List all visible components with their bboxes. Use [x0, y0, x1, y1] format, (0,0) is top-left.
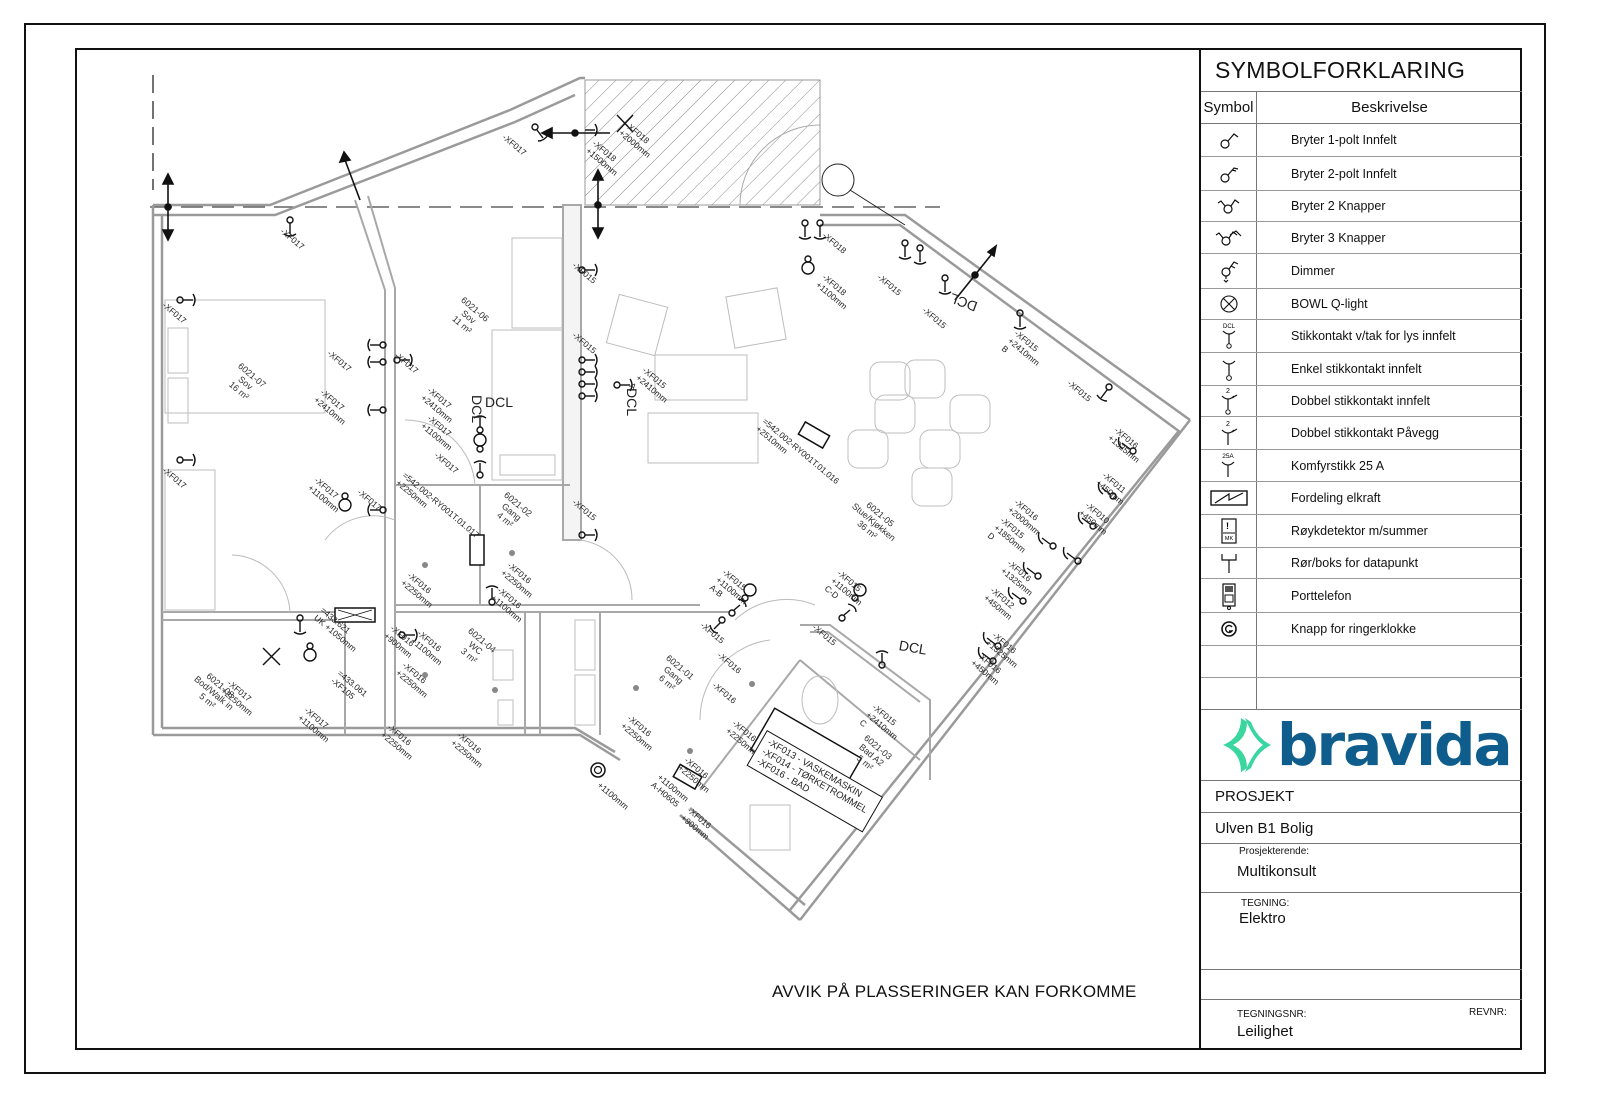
stove-outlet-25a-icon: 25A	[1221, 453, 1234, 477]
legend-item-label: Bryter 2 Knapper	[1291, 199, 1386, 213]
legend-item: 2 Dobbel stikkontakt innfelt	[1201, 386, 1522, 417]
project-name: Ulven B1 Bolig	[1201, 813, 1522, 844]
smoke-detector-icon: ! MK	[1220, 518, 1237, 544]
bravida-mark-icon	[1223, 718, 1271, 772]
switch-2-pole-icon	[1219, 166, 1238, 183]
drawing-number-label: TEGNINGSNR:	[1237, 1009, 1307, 1020]
legend-item-label: Komfyrstikk 25 A	[1291, 458, 1385, 473]
dcl-tag: DCL	[897, 637, 929, 658]
empty-field	[1201, 970, 1522, 1000]
designer-label: Prosjekterende:	[1239, 846, 1310, 857]
legend-item: Knapp for ringerklokke	[1201, 613, 1522, 646]
dimmer-icon	[1220, 261, 1238, 283]
legend-item: Rør/boks for datapunkt	[1201, 548, 1522, 579]
company-logo: bravida	[1201, 709, 1522, 781]
legend-item: DCL Stikkontakt v/tak for lys innfelt	[1201, 320, 1522, 353]
legend-item-label: Rør/boks for datapunkt	[1291, 556, 1419, 570]
single-outlet-icon	[1222, 360, 1235, 381]
legend-item-label: Bryter 3 Knapper	[1291, 230, 1386, 245]
brand-wordmark: bravida	[1277, 711, 1513, 779]
legend-empty-row	[1201, 678, 1522, 709]
legend-panel: SYMBOLFORKLARING Symbol Beskrivelse Bryt…	[1199, 48, 1522, 1050]
sheet-inner-border	[75, 48, 1522, 1050]
door-phone-icon	[1221, 582, 1236, 610]
designer-field: Prosjekterende: Multikonsult	[1201, 844, 1522, 893]
legend-header: Symbol Beskrivelse	[1201, 92, 1522, 124]
legend-item: BOWL Q-light	[1201, 289, 1522, 320]
legend-item-label: Fordeling elkraft	[1291, 491, 1381, 505]
legend-item: Porttelefon	[1201, 579, 1522, 613]
drawing-number-value: Leilighet	[1237, 1023, 1293, 1040]
legend-item: ! MK Røykdetektor m/summer	[1201, 515, 1522, 548]
legend-item-label: Bryter 2-polt Innfelt	[1291, 166, 1397, 181]
svg-text:25A: 25A	[1222, 453, 1234, 460]
designer-value: Multikonsult	[1237, 863, 1317, 880]
svg-text:MK: MK	[1224, 536, 1233, 542]
floor-plan-drawing	[150, 75, 1191, 921]
drawing-number-field: TEGNINGSNR: Leilighet REVNR:	[1201, 1000, 1522, 1070]
bowl-q-light-icon	[1219, 295, 1238, 313]
switch-2-buttons-icon	[1217, 199, 1239, 214]
legend-item-label: Bryter 1-polt Innfelt	[1291, 133, 1397, 147]
legend-item: 2 Dobbel stikkontakt Påvegg	[1201, 417, 1522, 450]
double-outlet-surface-icon: 2	[1221, 421, 1237, 445]
svg-text:2: 2	[1226, 421, 1230, 428]
legend-col-symbol: Symbol	[1201, 92, 1257, 123]
legend-item: Fordeling elkraft	[1201, 482, 1522, 515]
drawing-value: Elektro	[1239, 910, 1286, 927]
legend-item-label: Enkel stikkontakt innfelt	[1291, 362, 1422, 376]
double-outlet-flush-icon: 2	[1221, 388, 1237, 415]
legend-item-label: Dobbel stikkontakt innfelt	[1291, 394, 1430, 408]
project-label: PROSJEKT	[1201, 781, 1522, 813]
placement-disclaimer: AVVIK PÅ PLASSERINGER KAN FORKOMME	[772, 982, 1137, 1001]
switch-1-pole-icon	[1219, 133, 1238, 149]
legend-col-description: Beskrivelse	[1351, 99, 1428, 116]
legend-item: Bryter 3 Knapper	[1201, 222, 1522, 254]
legend-item-label: Knapp for ringerklokke	[1291, 622, 1417, 636]
svg-text:DCL: DCL	[1222, 324, 1235, 330]
drawing-label: TEGNING:	[1241, 898, 1290, 909]
dcl-ceiling-outlet-icon: DCL	[1222, 324, 1235, 349]
revision-label: REVNR:	[1469, 1007, 1507, 1018]
dcl-tag: DCL	[469, 395, 485, 424]
doorbell-button-icon	[1220, 621, 1237, 637]
legend-item-label: Dimmer	[1291, 264, 1335, 278]
floor-plan: 6021-07 Sov 16 m² 6021-06 Sov 11 m² 6021…	[77, 50, 1199, 1048]
legend-item-label: Stikkontakt v/tak for lys innfelt	[1291, 329, 1456, 343]
dcl-tag: DCL	[485, 394, 514, 410]
legend-item: Enkel stikkontakt innfelt	[1201, 353, 1522, 386]
sheet-outer-border	[24, 23, 1546, 1074]
legend-item: Bryter 1-polt Innfelt	[1201, 124, 1522, 157]
switch-3-buttons-icon	[1215, 229, 1241, 246]
legend-item-label: BOWL Q-light	[1291, 297, 1368, 311]
legend-item-label: Røykdetektor m/summer	[1291, 524, 1428, 538]
legend-item: 25A Komfyrstikk 25 A	[1201, 450, 1522, 482]
legend-item-label: Porttelefon	[1291, 588, 1352, 603]
legend-title: SYMBOLFORKLARING	[1201, 48, 1522, 92]
data-point-icon	[1220, 554, 1237, 573]
legend-empty-row	[1201, 646, 1522, 678]
legend-item: Bryter 2 Knapper	[1201, 191, 1522, 222]
dcl-tag: DCL	[624, 388, 640, 417]
legend-item: Bryter 2-polt Innfelt	[1201, 157, 1522, 191]
svg-text:!: !	[1226, 521, 1229, 531]
drawing-type-field: TEGNING: Elektro	[1201, 893, 1522, 970]
legend-item-label: Dobbel stikkontakt Påvegg	[1291, 426, 1440, 440]
svg-text:2: 2	[1226, 388, 1230, 395]
legend-item: Dimmer	[1201, 254, 1522, 289]
distribution-board-icon	[1209, 490, 1248, 506]
